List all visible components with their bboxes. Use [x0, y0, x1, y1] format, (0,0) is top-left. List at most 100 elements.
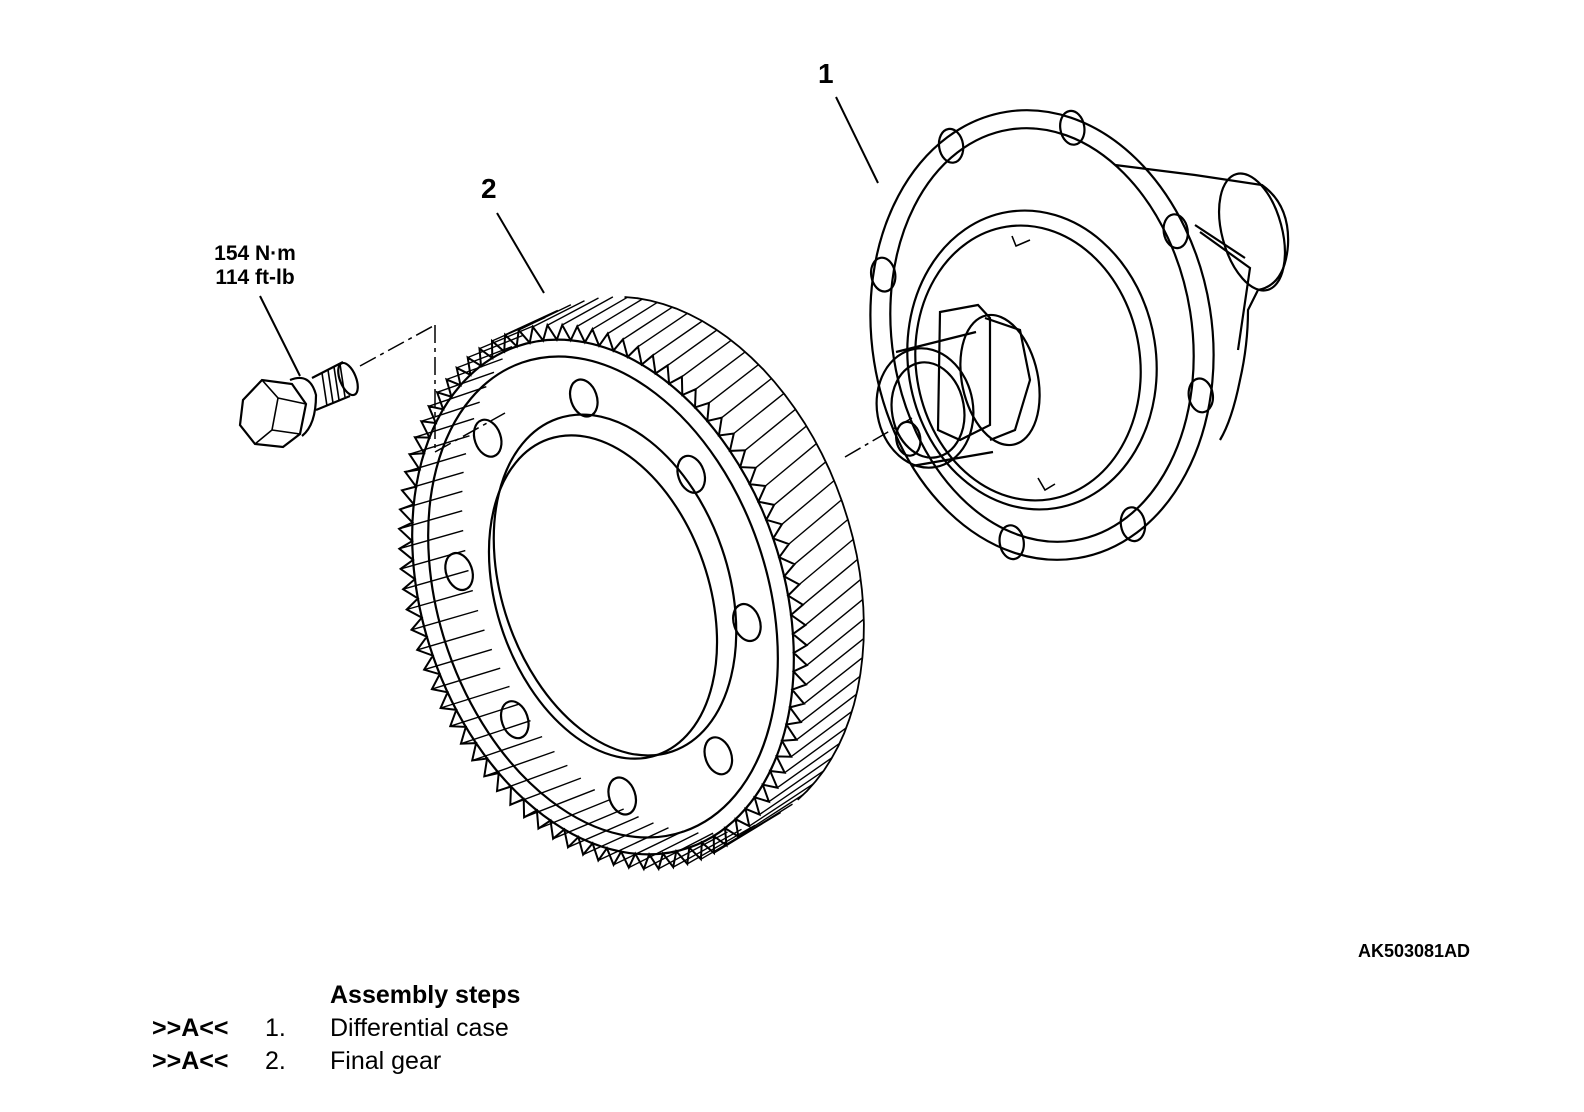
case-recess-inner: [914, 224, 1142, 502]
gear-bolt-holes: [444, 378, 762, 816]
gear-tooth-face: [708, 364, 760, 404]
gear-tooth-face: [622, 306, 673, 340]
case-bolt-hole: [1059, 109, 1086, 146]
bolt-axis: [359, 324, 436, 367]
gear-tooth-face: [431, 667, 501, 690]
gear-tooth-face: [672, 828, 742, 868]
callout-case: 1: [818, 58, 834, 89]
gear-tooth-face: [510, 777, 582, 806]
gear-tooth-face: [803, 657, 863, 705]
leader-bolt: [259, 295, 301, 377]
gear-tooth-face: [681, 339, 732, 378]
gear-tooth-face: [796, 693, 857, 741]
gear-outer-rim: [411, 338, 795, 856]
case-marks: [1011, 235, 1056, 492]
gear-tooth-face: [759, 770, 824, 816]
gear-tooth-face: [518, 304, 572, 331]
gear-inner-rim: [427, 355, 779, 839]
gear-tooth-face: [421, 401, 480, 422]
gear-bolt-hole: [607, 776, 638, 816]
gear-tooth-face: [695, 351, 746, 390]
gear-tooth-face: [802, 558, 858, 606]
leader-case: [835, 96, 879, 184]
gear-tooth-face: [436, 371, 495, 393]
case-bolt-holes: [869, 109, 1215, 561]
gear-tooth-face: [800, 675, 861, 723]
case-shaft-inner: [890, 361, 966, 459]
gear-tooth-face: [768, 757, 833, 803]
bolt-tip: [337, 361, 359, 397]
case-body-outline: [1114, 163, 1290, 441]
gear-tooth-face: [423, 648, 493, 671]
step-1-ref: >>A<<: [152, 1014, 229, 1042]
gear-bolt-hole: [676, 454, 707, 494]
gear-tooth-face: [450, 703, 520, 727]
torque-ftlb: 114 ft-lb: [215, 266, 295, 289]
gear-tooth-face: [598, 827, 669, 862]
step-2-name: Final gear: [330, 1047, 442, 1075]
gear-tooth-face: [398, 510, 463, 530]
case-hex-nut: [936, 303, 992, 442]
leader-gear: [496, 212, 545, 294]
gear-tooth-face: [628, 832, 699, 869]
gear-tooth-face: [713, 811, 782, 854]
gear-bolt-hole: [499, 700, 530, 740]
gear-tooth-face: [411, 609, 479, 631]
bolt: [238, 361, 359, 449]
gear-tooth-face: [561, 296, 614, 326]
case-bolt-hole: [869, 256, 897, 293]
case-edge: [1199, 231, 1252, 351]
gear-bolt-hole: [568, 378, 599, 418]
case-axis: [844, 417, 913, 458]
gear-tooth-face: [764, 443, 817, 487]
gear-tooth-profile: [397, 322, 809, 872]
gear-bolt-hole: [444, 551, 474, 592]
gear-tooth-face: [582, 822, 654, 856]
gear-tooth-face: [744, 408, 796, 451]
gear-back-edge: [624, 296, 865, 801]
step-1-name: Differential case: [330, 1014, 509, 1042]
step-1-number: 1.: [265, 1014, 286, 1042]
gear-tooth-face: [532, 300, 585, 328]
gear-tooth-face: [721, 377, 772, 419]
gear-tooth-face: [652, 320, 703, 356]
gear-tooth-face: [806, 618, 865, 666]
case-bolt-hole: [1162, 213, 1189, 250]
gear-tooth-face: [547, 297, 599, 326]
bolt-axis-hole: [434, 412, 506, 453]
gear-tooth-face: [607, 301, 658, 335]
gear-tooth-face: [773, 461, 827, 506]
case-bolt-hole: [937, 127, 965, 164]
gear-tooth-face: [781, 480, 835, 525]
gear-tooth-face: [479, 325, 534, 350]
step-2-number: 2.: [265, 1047, 286, 1075]
alignment-lines: [359, 324, 913, 458]
gear-tooth-face: [804, 578, 862, 626]
case-flange-outer: [869, 109, 1215, 561]
gear-tooth-face: [733, 392, 785, 435]
gear-tooth-face: [790, 710, 853, 758]
case-bolt-hole: [1187, 377, 1215, 414]
bolt-head-facets: [254, 379, 307, 445]
gear-bore-back: [492, 413, 738, 757]
gear-tooth-face: [667, 329, 718, 366]
gear-tooth-face: [404, 453, 467, 473]
gear-tooth-face: [748, 782, 815, 827]
gear-tooth-face: [637, 312, 688, 348]
gear-tooth-face: [805, 638, 865, 686]
gear-bolt-hole: [732, 602, 762, 643]
gear-tooth-face: [755, 425, 807, 469]
gear-tooth-face: [523, 789, 596, 818]
case-shaft-body: [895, 330, 994, 468]
gear-tooth-face: [538, 799, 610, 830]
final-gear-teeth: [397, 296, 865, 872]
gear-tooth-face: [428, 386, 487, 407]
gear-tooth-face: [409, 435, 470, 455]
gear-tooth-face: [784, 727, 847, 774]
gear-bolt-hole: [703, 736, 734, 776]
callout-gear: 2: [481, 173, 497, 204]
case-recess-outer: [906, 209, 1158, 511]
case-nut-side: [984, 316, 1032, 442]
gear-tooth-face: [686, 824, 756, 865]
